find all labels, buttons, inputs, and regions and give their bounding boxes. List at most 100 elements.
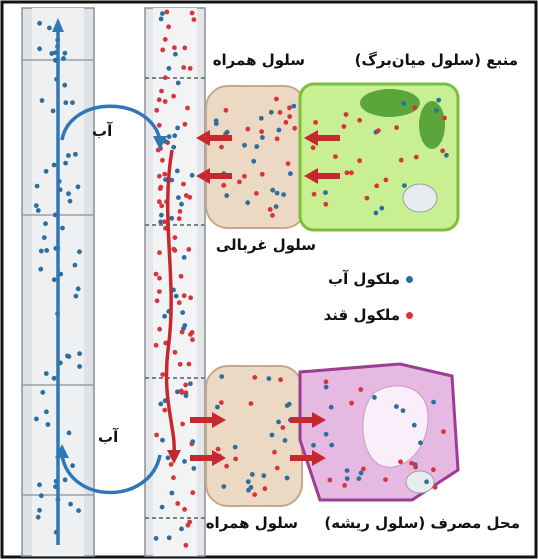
companion-top-label: سلول همراه (213, 51, 305, 69)
molecule-dot (160, 438, 165, 443)
sink-label: محل مصرف (سلول ریشه) (324, 514, 520, 532)
molecule-dot (268, 207, 273, 212)
molecule-dot (221, 484, 226, 489)
molecule-dot (174, 294, 179, 299)
molecule-dot (345, 468, 350, 473)
molecule-dot (245, 200, 250, 205)
molecule-dot (278, 377, 283, 382)
legend-water-label: ملکول آب (328, 270, 400, 288)
molecule-dot (176, 81, 181, 86)
molecule-dot (344, 112, 349, 117)
molecule-dot (180, 310, 185, 315)
molecule-dot (67, 431, 72, 436)
molecule-dot (259, 116, 264, 121)
molecule-dot (184, 193, 189, 198)
molecule-dot (157, 276, 162, 281)
molecule-dot (414, 155, 419, 160)
molecule-dot (43, 221, 48, 226)
molecule-dot (281, 192, 286, 197)
molecule-dot (219, 374, 224, 379)
molecule-dot (324, 385, 329, 390)
molecule-dot (154, 108, 159, 113)
molecule-dot (402, 183, 407, 188)
molecule-dot (157, 97, 162, 102)
molecule-dot (249, 401, 254, 406)
molecule-dot (173, 235, 178, 240)
molecule-dot (65, 354, 70, 359)
molecule-dot (409, 461, 414, 466)
molecule-dot (372, 395, 377, 400)
molecule-dot (190, 173, 195, 178)
molecule-dot (190, 490, 195, 495)
molecule-dot (285, 476, 290, 481)
molecule-dot (166, 24, 171, 29)
molecule-dot (184, 543, 189, 548)
molecule-dot (192, 17, 197, 22)
molecule-dot (440, 148, 445, 153)
molecule-dot (52, 376, 57, 381)
molecule-dot (70, 463, 75, 468)
molecule-dot (292, 126, 297, 131)
molecule-dot (159, 185, 164, 190)
molecule-dot (36, 515, 41, 520)
molecule-dot (154, 433, 159, 438)
molecule-dot (442, 116, 447, 121)
sugar-molecule-dot (406, 312, 413, 319)
molecule-dot (160, 11, 165, 16)
molecule-dot (44, 169, 49, 174)
molecule-dot (413, 465, 418, 470)
molecule-dot (263, 486, 268, 491)
molecule-dot (37, 508, 42, 513)
molecule-dot (345, 170, 350, 175)
molecule-dot (342, 124, 347, 129)
molecule-dot (36, 208, 41, 213)
molecule-dot (39, 249, 44, 254)
molecule-dot (345, 476, 350, 481)
molecule-dot (221, 183, 226, 188)
molecule-dot (312, 192, 317, 197)
source-label: منبع (سلول میان‌برگ) (355, 51, 518, 69)
mesophyll-cell (300, 84, 458, 230)
molecule-dot (155, 298, 160, 303)
molecule-dot (275, 136, 280, 141)
legend-sugar: ملکول قند (324, 306, 413, 324)
molecule-dot (270, 433, 275, 438)
molecule-dot (157, 250, 162, 255)
molecule-dot (357, 476, 362, 481)
molecule-dot (394, 125, 399, 130)
molecule-dot (177, 216, 182, 221)
molecule-dot (51, 109, 56, 114)
molecule-dot (329, 405, 334, 410)
molecule-dot (277, 128, 282, 133)
molecule-dot (179, 202, 184, 207)
molecule-dot (224, 108, 229, 113)
molecule-dot (288, 171, 293, 176)
molecule-dot (186, 247, 191, 252)
molecule-dot (38, 267, 43, 272)
molecule-dot (172, 133, 177, 138)
molecule-dot (171, 475, 176, 480)
molecule-dot (182, 255, 187, 260)
molecule-dot (44, 409, 49, 414)
molecule-dot (187, 362, 192, 367)
molecule-dot (63, 161, 68, 166)
molecule-dot (252, 492, 257, 497)
molecule-dot (63, 51, 68, 56)
molecule-dot (216, 447, 221, 452)
legend-water: ملکول آب (328, 270, 413, 288)
molecule-dot (349, 401, 354, 406)
molecule-dot (219, 145, 224, 150)
companion-bottom-label: سلول همراه (206, 514, 298, 532)
molecule-dot (157, 123, 162, 128)
molecule-dot (401, 101, 406, 106)
molecule-dot (233, 445, 238, 450)
molecule-dot (215, 405, 220, 410)
molecule-dot (76, 286, 81, 291)
molecule-dot (76, 508, 81, 513)
molecule-dot (157, 199, 162, 204)
molecule-dot (246, 488, 251, 493)
molecule-dot (412, 106, 417, 111)
molecule-dot (162, 172, 167, 177)
molecule-dot (167, 66, 172, 71)
